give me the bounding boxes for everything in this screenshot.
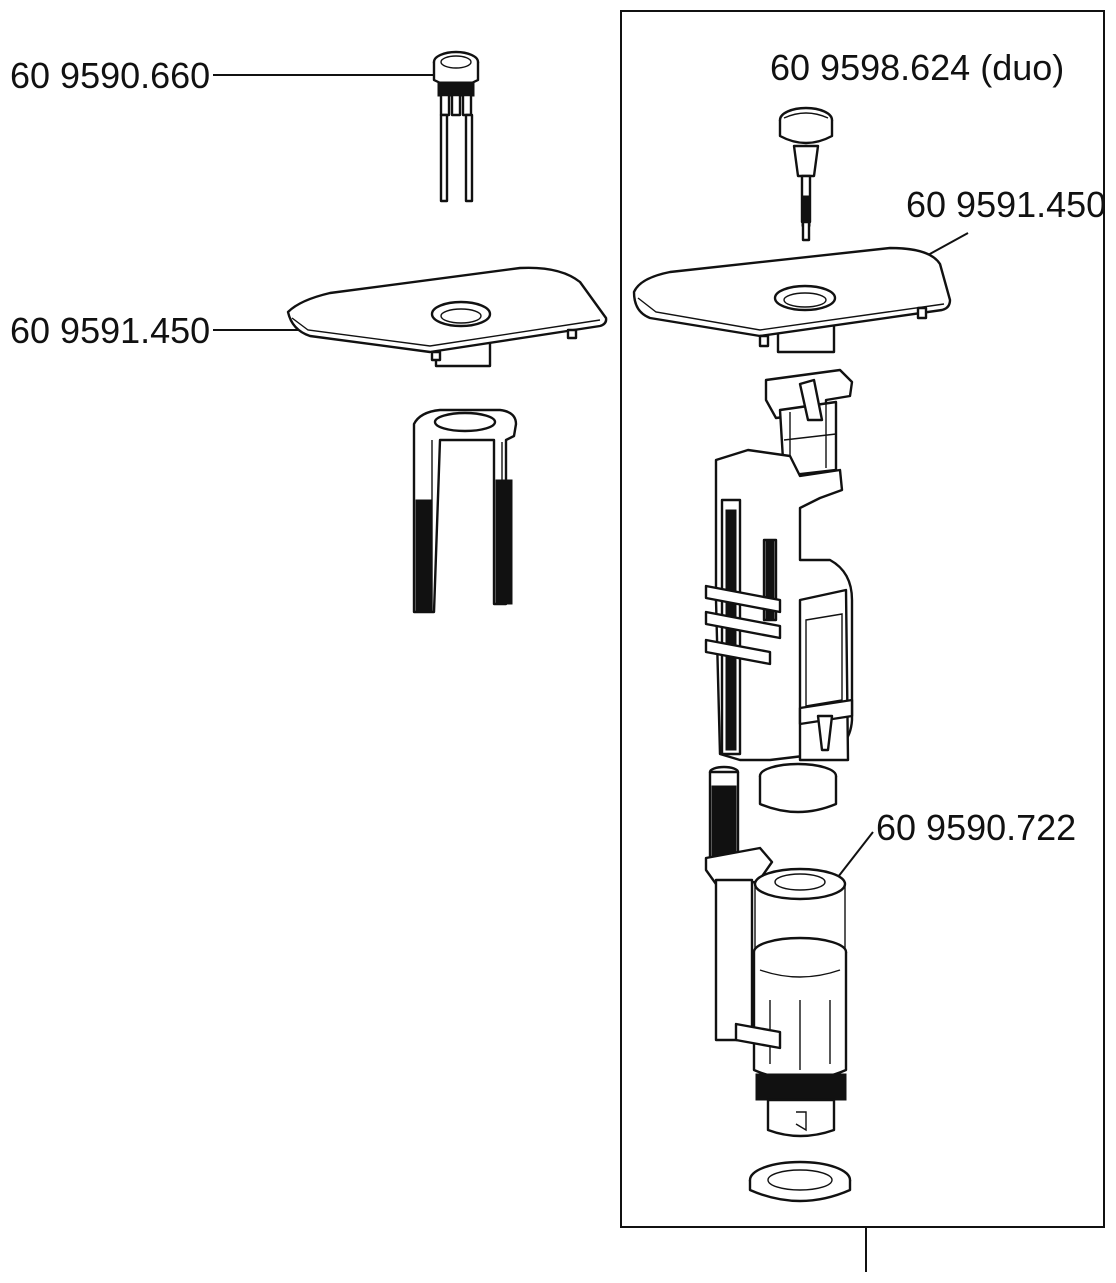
flush-button-duo-part [778,106,834,242]
overflow-tube-part [704,765,774,1042]
label-seal-ring: 60 9590.722 [876,807,1076,848]
label-cover-plate-left: 60 9591.450 [10,310,210,351]
assembly-frame [620,10,1105,1228]
label-cover-plate-right: 60 9591.450 [906,184,1106,225]
cover-plate-left-part [286,266,608,368]
valve-body-part [704,448,854,814]
u-bracket-part [412,408,518,614]
label-flush-button-duo: 60 9598.624 (duo) [770,47,1064,88]
outlet-basket-part [734,936,848,1138]
flush-button-left-part [432,50,480,203]
bottom-washer-part [748,1160,852,1203]
cover-plate-right-part [632,246,952,354]
label-flush-button-left: 60 9590.660 [10,55,210,96]
actuator-head-part [764,368,854,478]
leader-seal-ring [837,831,874,878]
